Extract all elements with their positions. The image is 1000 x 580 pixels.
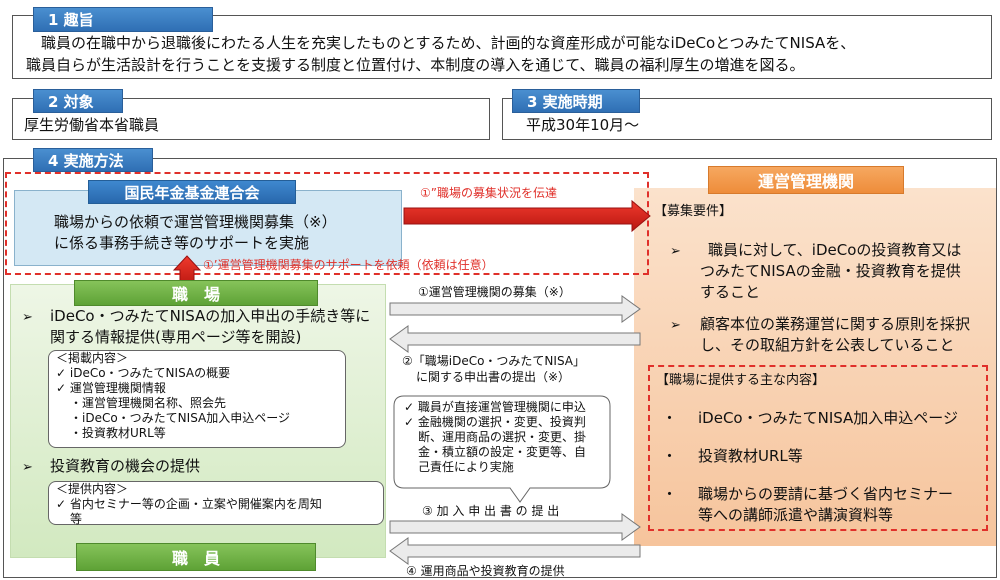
shokuin-title: 職 員 bbox=[76, 543, 316, 571]
kokumin-title: 国民年金基金連合会 bbox=[88, 180, 296, 204]
shokuba-title: 職 場 bbox=[74, 280, 318, 306]
unei-panel bbox=[634, 188, 996, 546]
provide-box bbox=[48, 481, 384, 525]
prov1: iDeCo・つみたてNISA加入申込ページ bbox=[698, 409, 959, 427]
prov3-line-2: 等への講師派遣や講演資料等 bbox=[698, 506, 894, 524]
provide-line: ✓ 省内セミナー等の企画・立案や開催案内を周知 bbox=[56, 497, 322, 511]
period-tab: 3 実施時期 bbox=[512, 89, 640, 113]
posting-content: ＜掲載内容＞ ✓ iDeCo・つみたてNISAの概要 ✓ 運営管理機関情報 ・運… bbox=[56, 351, 290, 441]
requirements-title: 【募集要件】 bbox=[654, 204, 733, 219]
kokumin-line-1: 職場からの依頼で運営管理機関募集（※） bbox=[54, 213, 337, 231]
callout-line: 金・積立額の設定・変更等、自 bbox=[418, 445, 587, 459]
kokumin-frame bbox=[5, 172, 649, 275]
dot-bullet: ・ bbox=[662, 447, 678, 465]
unei-title: 運営管理機関 bbox=[708, 166, 904, 194]
callout-line: 断、運用商品の選択・変更、掛 bbox=[418, 430, 587, 444]
callout-line: 己責任により実施 bbox=[418, 460, 514, 474]
shokuba-b2: 投資教育の機会の提供 bbox=[50, 457, 201, 475]
provide-line: ＜提供内容＞ bbox=[56, 482, 129, 496]
provide-label: ④ 運用商品や投資教育の提供 bbox=[406, 564, 565, 578]
shokuba-b1-line-1: iDeCo・つみたてNISAの加入申出の手続き等に bbox=[50, 307, 371, 325]
prov2: 投資教材URL等 bbox=[698, 447, 803, 465]
arrow-bullet: ➢ bbox=[22, 460, 33, 475]
provided-title: 【職場に提供する主な内容】 bbox=[656, 373, 826, 388]
recruit-label: ①運営管理機関の募集（※） bbox=[418, 285, 571, 299]
prov3-line-1: 職場からの要請に基づく省内セミナー bbox=[698, 485, 954, 503]
method-tab: 4 実施方法 bbox=[33, 148, 153, 172]
target-text: 厚生労働省本省職員 bbox=[24, 116, 160, 134]
callout-text: ✓ 職員が直接運営管理機関に申込 ✓ 金融機関の選択・変更、投資判 断、運用商品… bbox=[404, 400, 586, 475]
posting-line: ・投資教材URL等 bbox=[70, 426, 166, 440]
callout-bubble bbox=[393, 395, 611, 503]
shokuba-b1-line-2: 関する情報提供(専用ページ等を開設) bbox=[50, 328, 302, 346]
submit-label: ③ 加 入 申 出 書 の 提 出 bbox=[422, 504, 560, 518]
arrow-bullet: ➢ bbox=[670, 318, 681, 333]
apply-label-1: ②「職場iDeCo・つみたてNISA」 bbox=[402, 354, 586, 368]
provided-frame bbox=[648, 365, 988, 531]
posting-box bbox=[48, 350, 346, 448]
provide-line: 等 bbox=[70, 512, 83, 526]
submit-arrow bbox=[389, 513, 641, 541]
target-tab: 2 対象 bbox=[33, 89, 123, 113]
req2-line-1: 顧客本位の業務運営に関する原則を採択 bbox=[700, 315, 971, 333]
kokumin-line-2: に係る事務手続き等のサポートを実施 bbox=[54, 234, 310, 252]
purpose-tab: 1 趣旨 bbox=[33, 7, 213, 32]
posting-line: ・運営管理機関名称、照会先 bbox=[70, 396, 227, 410]
callout-line: ✓ 金融機関の選択・変更、投資判 bbox=[404, 415, 586, 429]
period-box bbox=[502, 98, 992, 140]
purpose-line-1: 職員の在職中から退職後にわたる人生を充実したものとするため、計画的な資産形成が可… bbox=[26, 34, 856, 52]
announce-arrow bbox=[403, 199, 651, 233]
posting-line: ✓ iDeCo・つみたてNISAの概要 bbox=[56, 366, 231, 380]
request-label: ①’運営管理機関募集のサポートを依頼（依頼は任意） bbox=[203, 258, 494, 272]
callout-line: ✓ 職員が直接運営管理機関に申込 bbox=[404, 400, 586, 414]
announce-label: ①”職場の募集状況を伝達 bbox=[420, 186, 557, 200]
req1-line-3: すること bbox=[700, 283, 761, 301]
period-text: 平成30年10月～ bbox=[526, 116, 640, 134]
req1-line-2: つみたてNISAの金融・投資教育を提供 bbox=[700, 262, 961, 280]
arrow-bullet: ➢ bbox=[22, 310, 33, 325]
req2-line-2: し、その取組方針を公表していること bbox=[700, 336, 955, 354]
req1-line-1: 職員に対して、iDeCoの投資教育又は bbox=[708, 241, 962, 259]
provide-content: ＜提供内容＞ ✓ 省内セミナー等の企画・立案や開催案内を周知 等 bbox=[56, 482, 322, 527]
arrow-bullet: ➢ bbox=[670, 244, 681, 259]
provide-arrow bbox=[389, 537, 641, 565]
apply-arrow bbox=[389, 325, 641, 353]
posting-line: ✓ 運営管理機関情報 bbox=[56, 381, 166, 395]
dot-bullet: ・ bbox=[662, 409, 678, 427]
kokumin-box bbox=[14, 190, 402, 266]
posting-line: ＜掲載内容＞ bbox=[56, 351, 129, 365]
purpose-line-2: 職員自らが生活設計を行うことを支援する制度と位置付け、本制度の導入を通じて、職員… bbox=[26, 56, 805, 74]
dot-bullet: ・ bbox=[662, 485, 678, 503]
apply-label-2: に関する申出書の提出（※） bbox=[416, 370, 571, 384]
recruit-arrow bbox=[389, 295, 641, 323]
posting-line: ・iDeCo・つみたてNISA加入申込ページ bbox=[70, 411, 291, 425]
